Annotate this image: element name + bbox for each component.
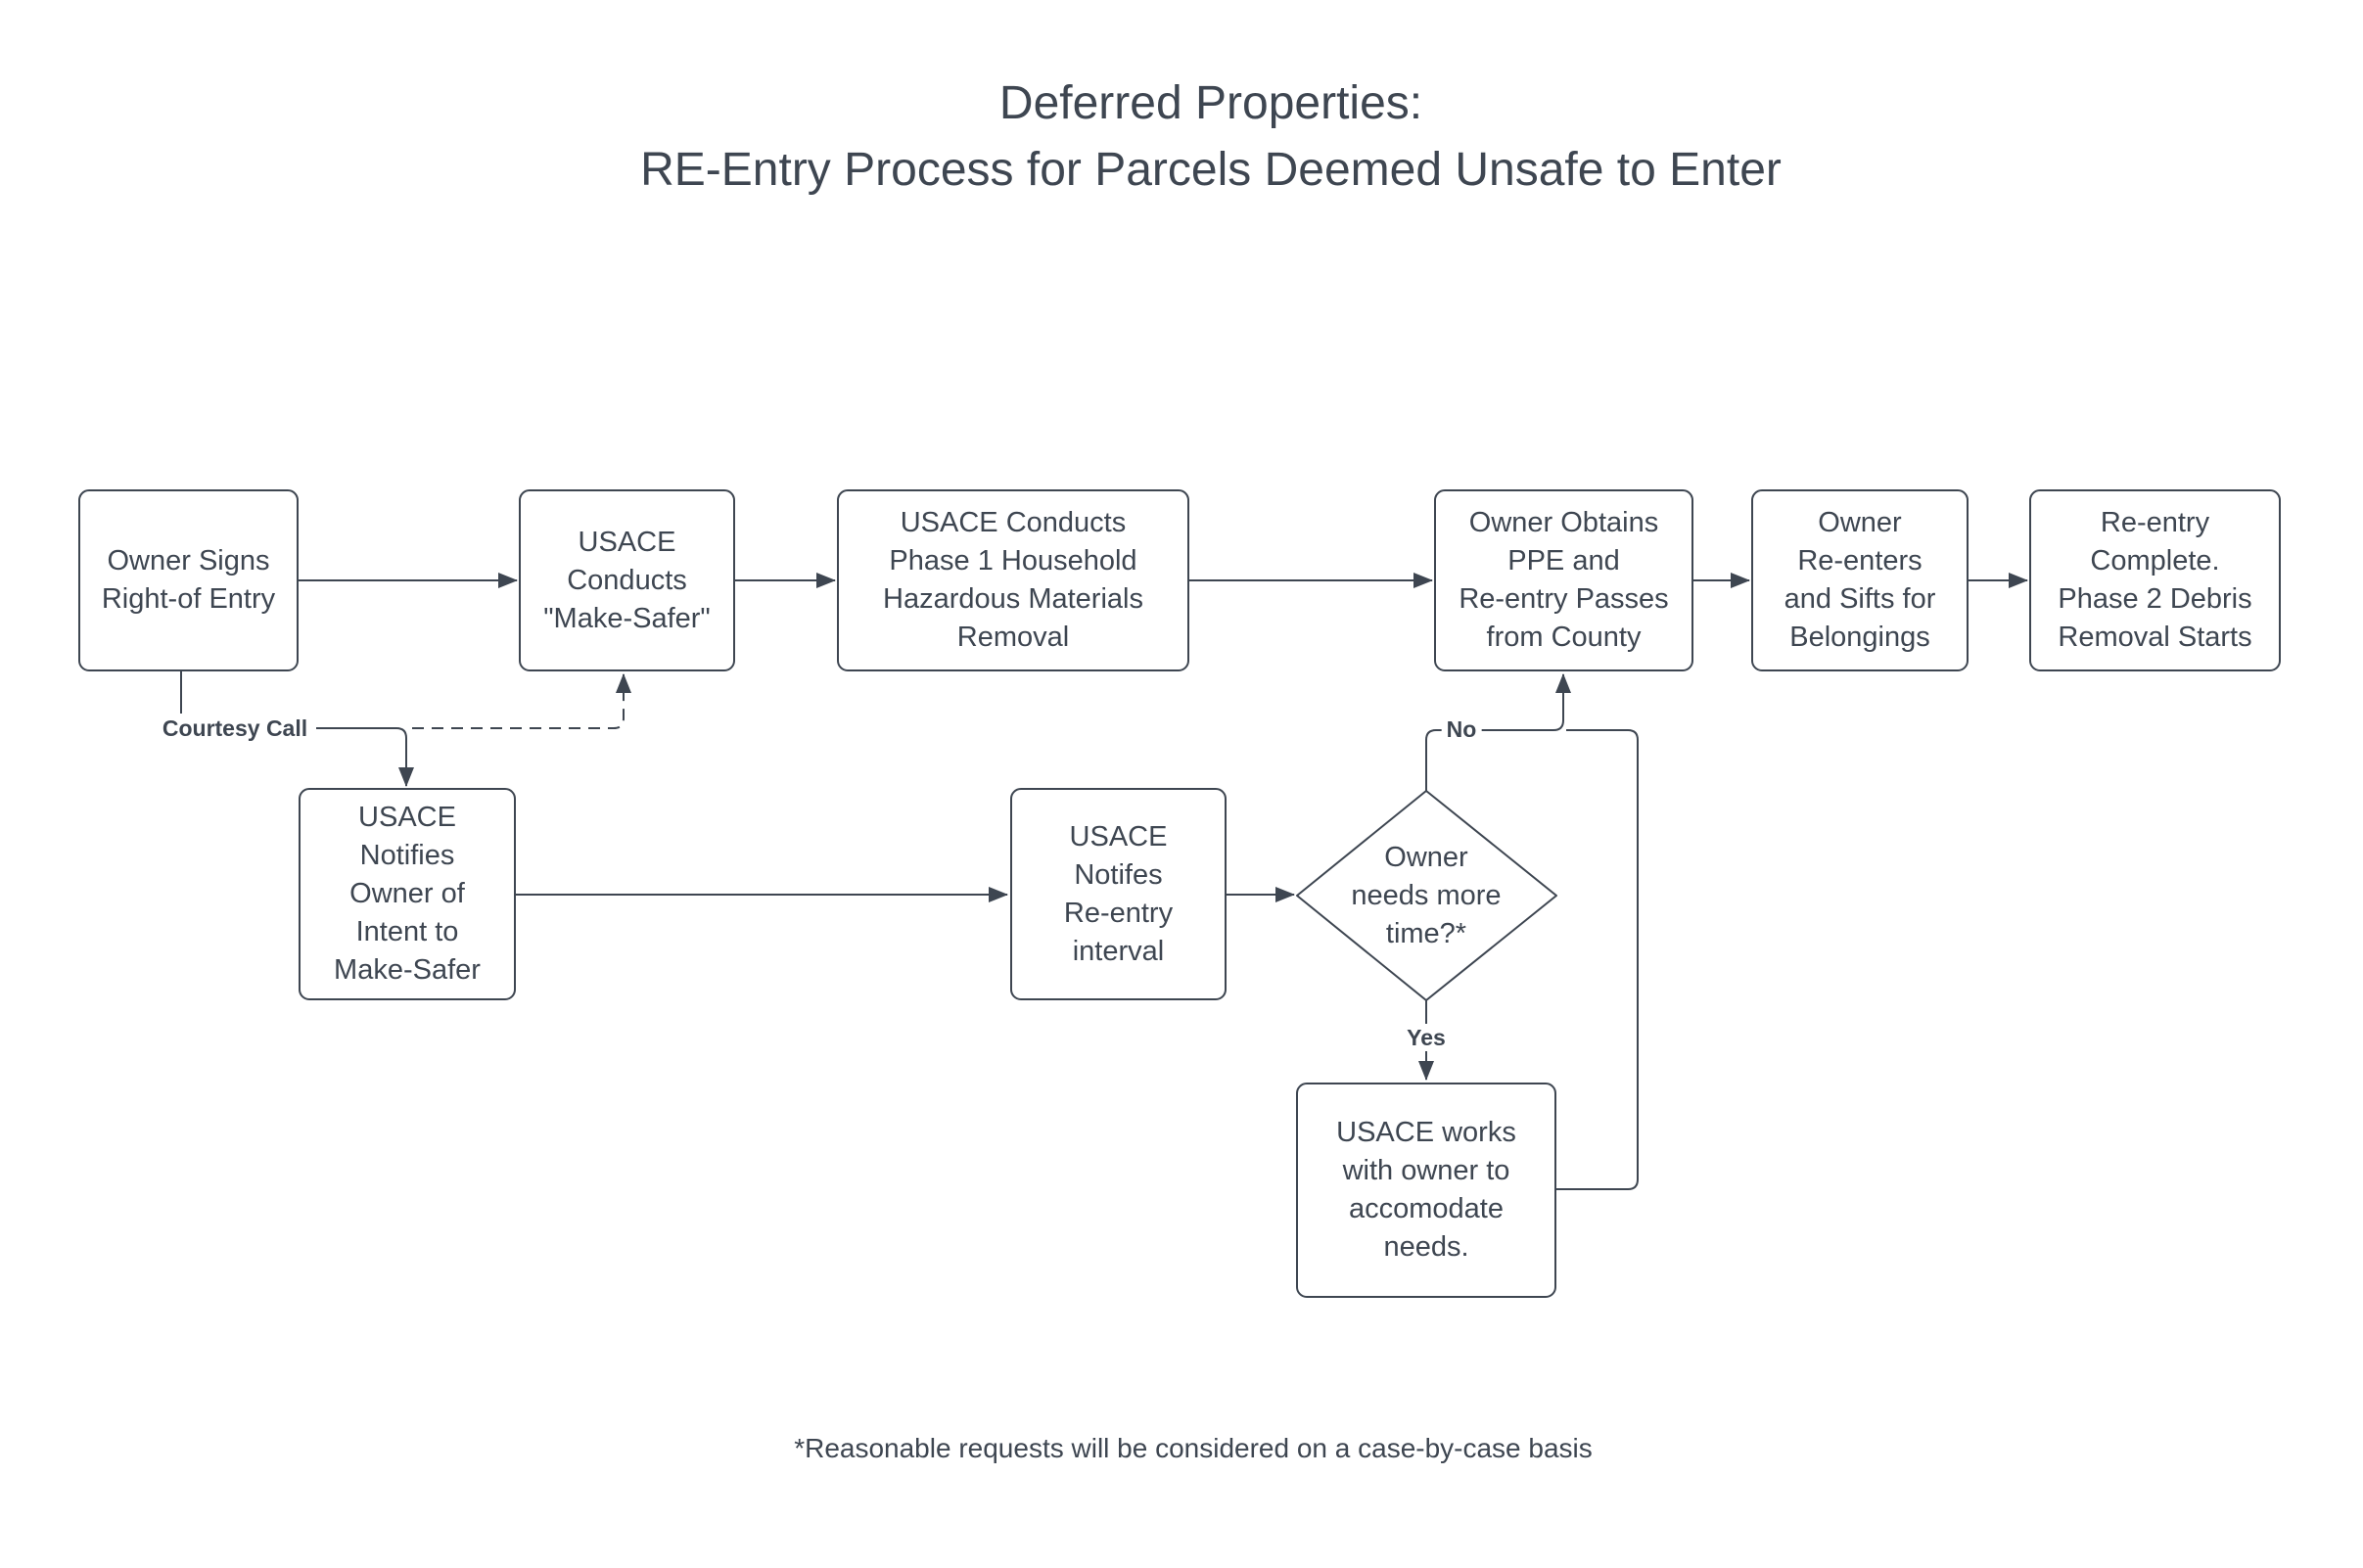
edge-label-no: No — [1441, 715, 1482, 743]
node-usace-works-with-owner: USACE works with owner to accomodate nee… — [1296, 1083, 1556, 1298]
footnote-reasonable-requests: *Reasonable requests will be considered … — [794, 1433, 1593, 1463]
dashed-arrow-courtesy-to-make-safer — [412, 673, 631, 729]
node-usace-notifes-reentry-interval: USACE Notifes Re-entry interval — [1010, 788, 1227, 1000]
node-owner-reenters-sifts: Owner Re-enters and Sifts for Belongings — [1751, 489, 1969, 671]
arrow-decision-no-to-ppe — [1425, 673, 1571, 791]
node-usace-phase1-hazmat-removal: USACE Conducts Phase 1 Household Hazardo… — [837, 489, 1189, 671]
edge-label-courtesy-call: Courtesy Call — [157, 715, 313, 742]
diagram-title: Deferred Properties: RE-Entry Process fo… — [29, 70, 2363, 204]
edge-label-yes: Yes — [1402, 1024, 1451, 1051]
diagram-title-line1: Deferred Properties: — [998, 77, 1423, 129]
decision-owner-needs-more-time: Owner needs more time?* — [1351, 841, 1502, 949]
diagram-title-line2: RE-Entry Process for Parcels Deemed Unsa… — [640, 144, 1782, 196]
node-owner-obtains-ppe-passes: Owner Obtains PPE and Re-entry Passes fr… — [1434, 489, 1693, 671]
line-works-return-loop — [1556, 729, 1639, 1190]
node-usace-notifies-owner-intent: USACE Notifies Owner of Intent to Make-S… — [299, 788, 516, 1000]
node-reentry-complete-phase2: Re-entry Complete. Phase 2 Debris Remova… — [2029, 489, 2281, 671]
arrow-courtesy-to-notifies-owner — [316, 727, 414, 787]
node-usace-conducts-make-safer: USACE Conducts "Make-Safer" — [519, 489, 735, 671]
node-owner-signs-right-of-entry: Owner Signs Right-of Entry — [78, 489, 299, 671]
